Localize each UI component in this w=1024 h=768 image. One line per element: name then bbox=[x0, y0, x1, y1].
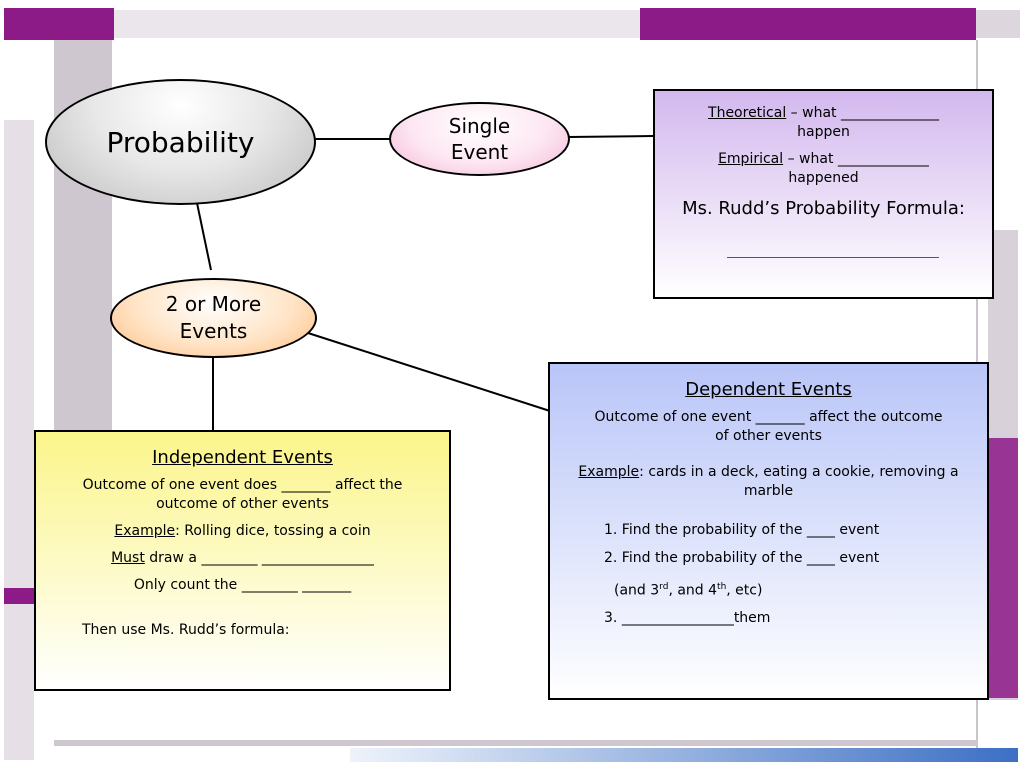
two-events-line1: 2 or More bbox=[165, 292, 262, 316]
independent-must-line: Must draw a ________ ________________ bbox=[36, 549, 449, 568]
independent-count-line: Only count the ________ _______ bbox=[133, 577, 352, 593]
dependent-example-line: Example: cards in a deck, eating a cooki… bbox=[550, 463, 987, 482]
dependent-step2-sub: (and 3rd, and 4th, etc) bbox=[614, 582, 762, 599]
top-left-magenta-bar bbox=[4, 8, 114, 40]
step2-sub-a: (and 3 bbox=[614, 582, 660, 599]
independent-events-box: Independent Events Outcome of one event … bbox=[34, 430, 451, 691]
bottom-line bbox=[54, 740, 978, 746]
formula-blank-line bbox=[727, 257, 939, 258]
probability-oval: Probability bbox=[45, 79, 316, 205]
single-event-line1: Single bbox=[448, 114, 511, 138]
independent-must-term: Must bbox=[111, 550, 145, 566]
independent-example-line: Example: Rolling dice, tossing a coin bbox=[36, 522, 449, 541]
left-magenta-strip bbox=[4, 588, 38, 604]
dependent-events-box: Dependent Events Outcome of one event __… bbox=[548, 362, 989, 700]
single-event-line2: Event bbox=[450, 140, 509, 164]
top-right-grey-bar bbox=[976, 10, 1020, 38]
independent-then-line: Then use Ms. Rudd’s formula: bbox=[82, 622, 290, 638]
theoretical-line2: happen bbox=[797, 124, 850, 140]
independent-title: Independent Events bbox=[152, 447, 333, 468]
independent-outcome-line1: Outcome of one event does _______ affect… bbox=[82, 477, 403, 493]
step2-sub-rd: rd bbox=[659, 582, 669, 592]
independent-outcome-line2: outcome of other events bbox=[156, 496, 329, 512]
formula-title: Ms. Rudd’s Probability Formula: bbox=[682, 198, 965, 219]
empirical-line2: happened bbox=[788, 170, 859, 186]
dependent-step1: 1. Find the probability of the ____ even… bbox=[604, 522, 880, 538]
empirical-term: Empirical bbox=[718, 151, 784, 167]
empirical-rest: – what _____________ bbox=[783, 151, 929, 167]
probability-label: Probability bbox=[106, 125, 255, 159]
independent-example-rest: : Rolling dice, tossing a coin bbox=[175, 523, 371, 539]
single-event-oval: Single Event bbox=[389, 102, 570, 176]
top-grey-bar bbox=[114, 10, 640, 38]
step3-rest: them bbox=[733, 610, 771, 626]
dependent-example-term: Example bbox=[578, 464, 640, 480]
dependent-example-rest: : cards in a deck, eating a cookie, remo… bbox=[639, 464, 959, 480]
theoretical-line: Theoretical – what ______________ bbox=[655, 104, 992, 123]
empirical-line: Empirical – what _____________ bbox=[655, 150, 992, 169]
line-probability-two bbox=[196, 202, 212, 271]
dependent-step2: 2. Find the probability of the ____ even… bbox=[604, 550, 880, 566]
dependent-example-line2: marble bbox=[743, 483, 794, 499]
line-two-dependent bbox=[307, 332, 551, 412]
right-magenta-strip bbox=[988, 438, 1018, 698]
dependent-outcome-line2: of other events bbox=[715, 428, 822, 444]
dependent-step3: 3. ________________them bbox=[604, 610, 770, 626]
dependent-outcome-line1: Outcome of one event _______ affect the … bbox=[594, 409, 943, 425]
theory-box: Theoretical – what ______________ happen… bbox=[653, 89, 994, 299]
step3-blank: ________________ bbox=[621, 610, 734, 626]
theoretical-rest: – what ______________ bbox=[786, 105, 939, 121]
step3-num: 3. bbox=[604, 610, 622, 626]
independent-example-term: Example bbox=[114, 523, 176, 539]
line-single-theory bbox=[567, 135, 655, 138]
top-right-magenta-bar bbox=[640, 8, 976, 40]
two-events-line2: Events bbox=[179, 319, 248, 343]
two-or-more-events-oval: 2 or More Events bbox=[110, 278, 317, 358]
theoretical-term: Theoretical bbox=[708, 105, 787, 121]
dependent-title: Dependent Events bbox=[685, 379, 852, 400]
step2-sub-b: , and 4 bbox=[668, 582, 718, 599]
bottom-blue-bar bbox=[350, 748, 1018, 762]
left-edge-grey bbox=[4, 120, 34, 760]
step2-sub-c: , etc) bbox=[726, 582, 763, 599]
step2-sub-th: th bbox=[717, 582, 727, 592]
independent-must-rest: draw a ________ ________________ bbox=[144, 550, 374, 566]
